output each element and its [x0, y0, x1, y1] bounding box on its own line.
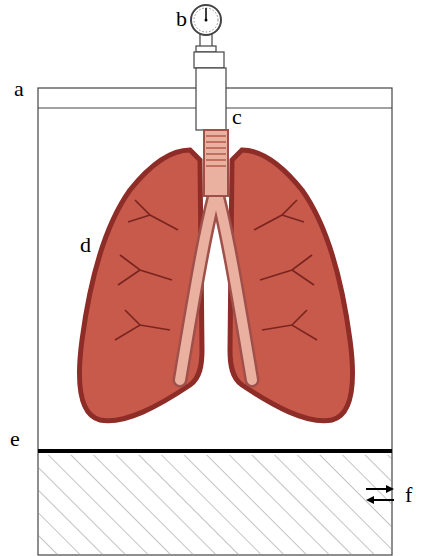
lungs [79, 130, 352, 421]
part-letter: f [405, 484, 412, 506]
pressure-gauge [191, 5, 221, 52]
part-letter: a [14, 78, 24, 100]
jar-wall [38, 88, 392, 555]
diaphragm [38, 449, 392, 453]
part-letter: e [10, 428, 20, 450]
part-letter: d [80, 234, 91, 256]
part-letter: c [232, 106, 242, 128]
piston-hatch [39, 455, 391, 555]
stopper-connector [194, 52, 226, 130]
motion-arrows [366, 485, 394, 504]
part-letter: b [176, 8, 187, 30]
